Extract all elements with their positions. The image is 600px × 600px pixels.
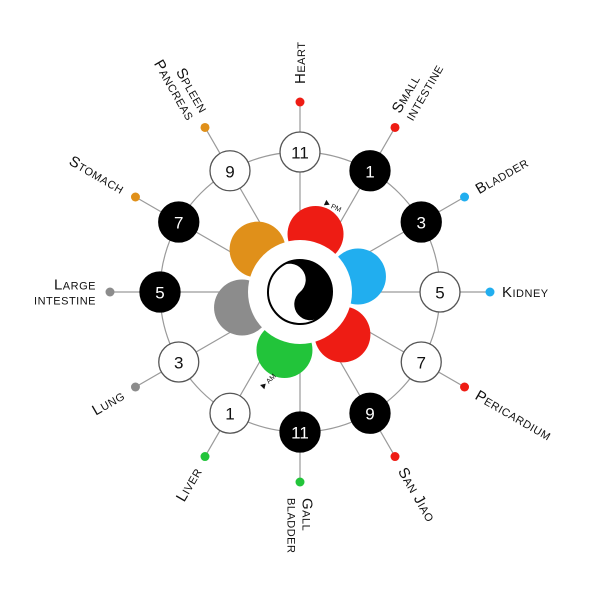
hour-node-spleen-pancreas	[209, 150, 251, 192]
organ-dot-large-intestine	[105, 287, 115, 297]
organ-dot-stomach	[130, 192, 140, 202]
hour-label-large-intestine: 5	[155, 284, 164, 303]
hour-node-liver	[209, 392, 251, 434]
organ-dot-heart	[295, 97, 305, 107]
yin-yang-icon	[267, 259, 333, 325]
organ-label-bladder: Bladder	[473, 154, 532, 198]
hour-label-kidney: 5	[435, 284, 444, 303]
organ-label-lung: Lung	[89, 387, 128, 419]
hour-label-lung: 3	[174, 354, 183, 373]
organ-label-line: Gall	[299, 498, 316, 531]
hour-node-heart	[279, 131, 321, 173]
organ-label-heart: Heart	[292, 42, 309, 84]
organ-label-line: Liver	[173, 465, 206, 505]
hour-label-stomach: 7	[174, 214, 183, 233]
hour-label-pericardium: 7	[417, 354, 426, 373]
hour-label-heart: 11	[291, 144, 309, 163]
organ-label-line: intestine	[34, 292, 96, 309]
organ-label-liver: Liver	[173, 465, 206, 505]
hour-node-pericardium	[400, 341, 442, 383]
organ-label-line: San Jiao	[394, 465, 439, 525]
organ-label-line: Lung	[89, 387, 128, 419]
hour-label-liver: 1	[225, 405, 234, 424]
hour-node-gall-bladder	[279, 411, 321, 453]
hour-node-bladder	[400, 201, 442, 243]
hour-label-spleen-pancreas: 9	[225, 162, 234, 181]
hour-node-san-jiao	[349, 392, 391, 434]
hour-label-gall-bladder: 11	[291, 424, 309, 443]
hour-label-small-intestine: 1	[365, 162, 374, 181]
organ-label-kidney: Kidney	[502, 284, 549, 301]
organ-label-line: Kidney	[502, 284, 549, 301]
organ-label-line: Stomach	[66, 153, 127, 198]
svg-text:PM: PM	[330, 203, 343, 214]
organ-dot-gall-bladder	[295, 477, 305, 487]
organ-label-pericardium: Pericardium	[472, 387, 554, 444]
organ-dot-kidney	[485, 287, 495, 297]
hour-node-lung	[158, 341, 200, 383]
hour-node-kidney	[419, 271, 461, 313]
hour-node-small-intestine	[349, 150, 391, 192]
organ-label-line: Pericardium	[472, 387, 554, 444]
organ-label-san-jiao: San Jiao	[394, 465, 439, 525]
organ-label-line: bladder	[284, 498, 301, 553]
organ-label-stomach: Stomach	[66, 153, 127, 198]
hour-node-stomach	[158, 201, 200, 243]
hour-label-san-jiao: 9	[365, 405, 374, 424]
organ-label-line: Large	[54, 277, 96, 294]
pm-marker: PM	[323, 199, 343, 214]
organ-label-line: Bladder	[473, 154, 532, 198]
organ-label-line: Heart	[292, 42, 309, 84]
organ-dot-bladder	[460, 192, 470, 202]
hour-label-bladder: 3	[417, 214, 426, 233]
organ-dot-san-jiao	[390, 452, 400, 462]
organ-dot-spleen-pancreas	[200, 122, 210, 132]
organ-dot-pericardium	[460, 382, 470, 392]
organ-dot-lung	[130, 382, 140, 392]
organ-dot-liver	[200, 452, 210, 462]
organ-dot-small-intestine	[390, 122, 400, 132]
hour-node-large-intestine	[139, 271, 181, 313]
